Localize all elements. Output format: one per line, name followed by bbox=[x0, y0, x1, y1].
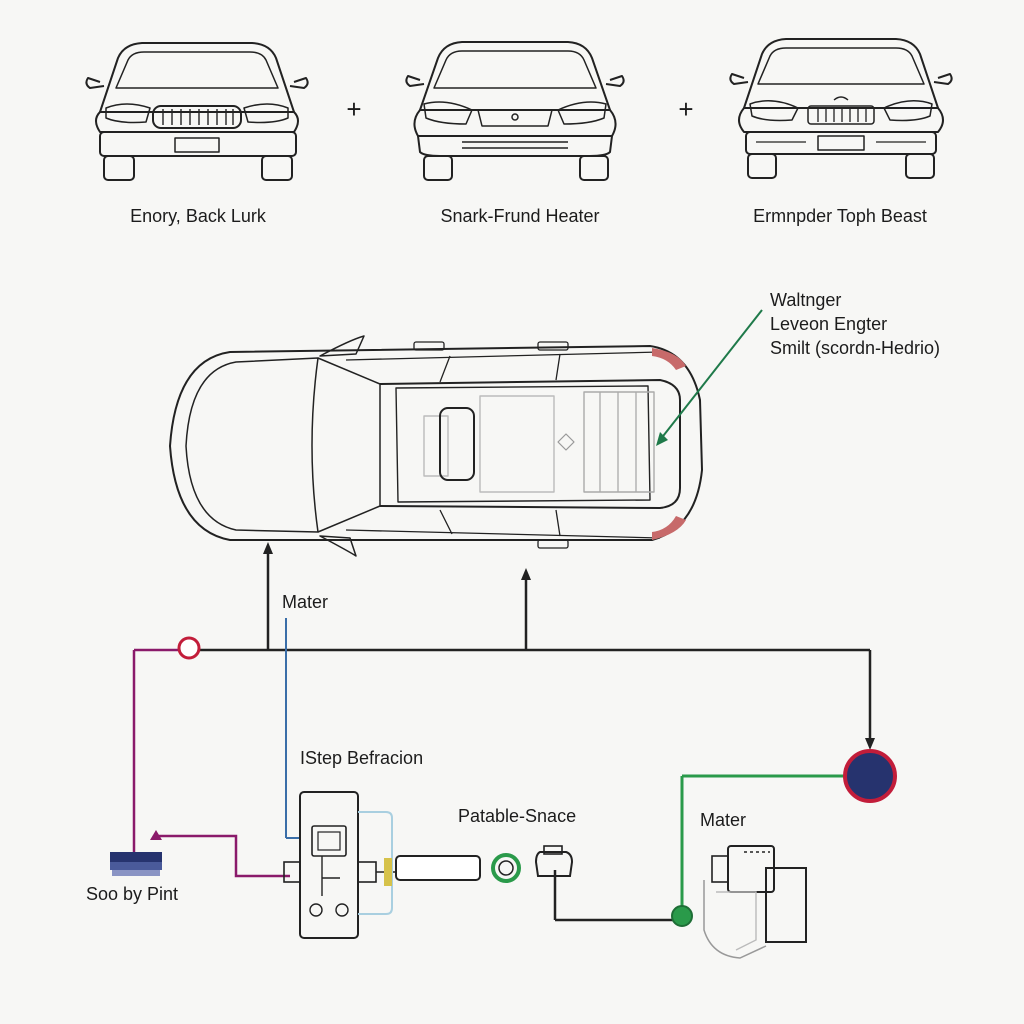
purple-wire bbox=[132, 648, 290, 878]
mater-right-label: Mater bbox=[700, 810, 746, 830]
control-module bbox=[283, 791, 396, 939]
cable-tube bbox=[395, 855, 481, 881]
main-bus-wires bbox=[200, 550, 872, 922]
patable-label: Patable-Snace bbox=[458, 806, 576, 826]
soo-label: Soo by Pint bbox=[86, 884, 178, 904]
callout-line-1: Waltnger bbox=[770, 290, 841, 310]
plus-symbol-1: + bbox=[346, 94, 361, 124]
battery-connector bbox=[110, 852, 162, 876]
sensor-node bbox=[843, 749, 897, 803]
callout-arrowhead bbox=[656, 432, 668, 446]
purple-arrowhead bbox=[150, 830, 162, 840]
front-car-3-label: Ermnpder Toph Beast bbox=[753, 206, 927, 226]
mater-top-label: Mater bbox=[282, 592, 328, 612]
switch-component bbox=[534, 845, 574, 877]
ground-node bbox=[671, 905, 693, 927]
step-label: IStep Befracion bbox=[300, 748, 423, 768]
top-view-car bbox=[169, 335, 703, 557]
motor-unit bbox=[703, 845, 807, 959]
grommet-inner bbox=[498, 860, 514, 876]
tail-light-top bbox=[652, 348, 686, 370]
plus-symbol-2: + bbox=[678, 94, 693, 124]
arrowhead-down-node bbox=[865, 738, 875, 750]
connector-yellow bbox=[384, 858, 392, 886]
front-car-3 bbox=[729, 38, 953, 179]
callout-arrow bbox=[659, 309, 763, 441]
arrowhead-up-1 bbox=[263, 542, 273, 554]
blue-wire bbox=[285, 618, 300, 839]
fuse-ring bbox=[177, 636, 201, 660]
tail-light-bottom bbox=[652, 516, 686, 540]
front-car-1-label: Enory, Back Lurk bbox=[130, 206, 267, 226]
callout-line-2: Leveon Engter bbox=[770, 314, 887, 334]
front-car-2-label: Snark-Frund Heater bbox=[440, 206, 599, 226]
front-car-2 bbox=[405, 41, 625, 181]
grommet-ring bbox=[491, 853, 521, 883]
arrowhead-up-2 bbox=[521, 568, 531, 580]
green-wire bbox=[680, 774, 846, 912]
callout-line-3: Smilt (scordn-Hedrio) bbox=[770, 338, 940, 358]
front-car-1 bbox=[85, 42, 309, 181]
